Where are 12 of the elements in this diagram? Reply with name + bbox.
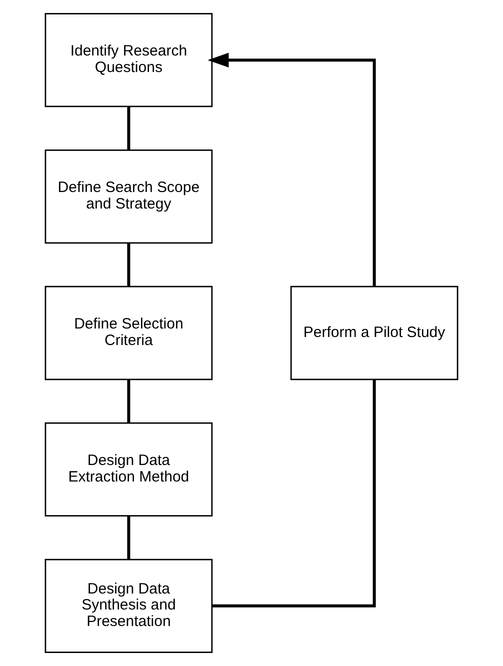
connector [127, 106, 130, 150]
node-box: Identify Research Questions [44, 13, 213, 108]
node-box: Perform a Pilot Study [290, 286, 458, 380]
node-box: Design Data Extraction Method [44, 422, 213, 517]
connector [127, 380, 130, 423]
node-box: Define Selection Criteria [44, 286, 213, 380]
connector [127, 516, 130, 560]
connector [212, 380, 376, 608]
arrow [208, 52, 376, 286]
connector [127, 243, 130, 286]
node-box: Design Data Synthesis and Presentation [44, 558, 213, 653]
node-box: Define Search Scope and Strategy [44, 149, 213, 244]
